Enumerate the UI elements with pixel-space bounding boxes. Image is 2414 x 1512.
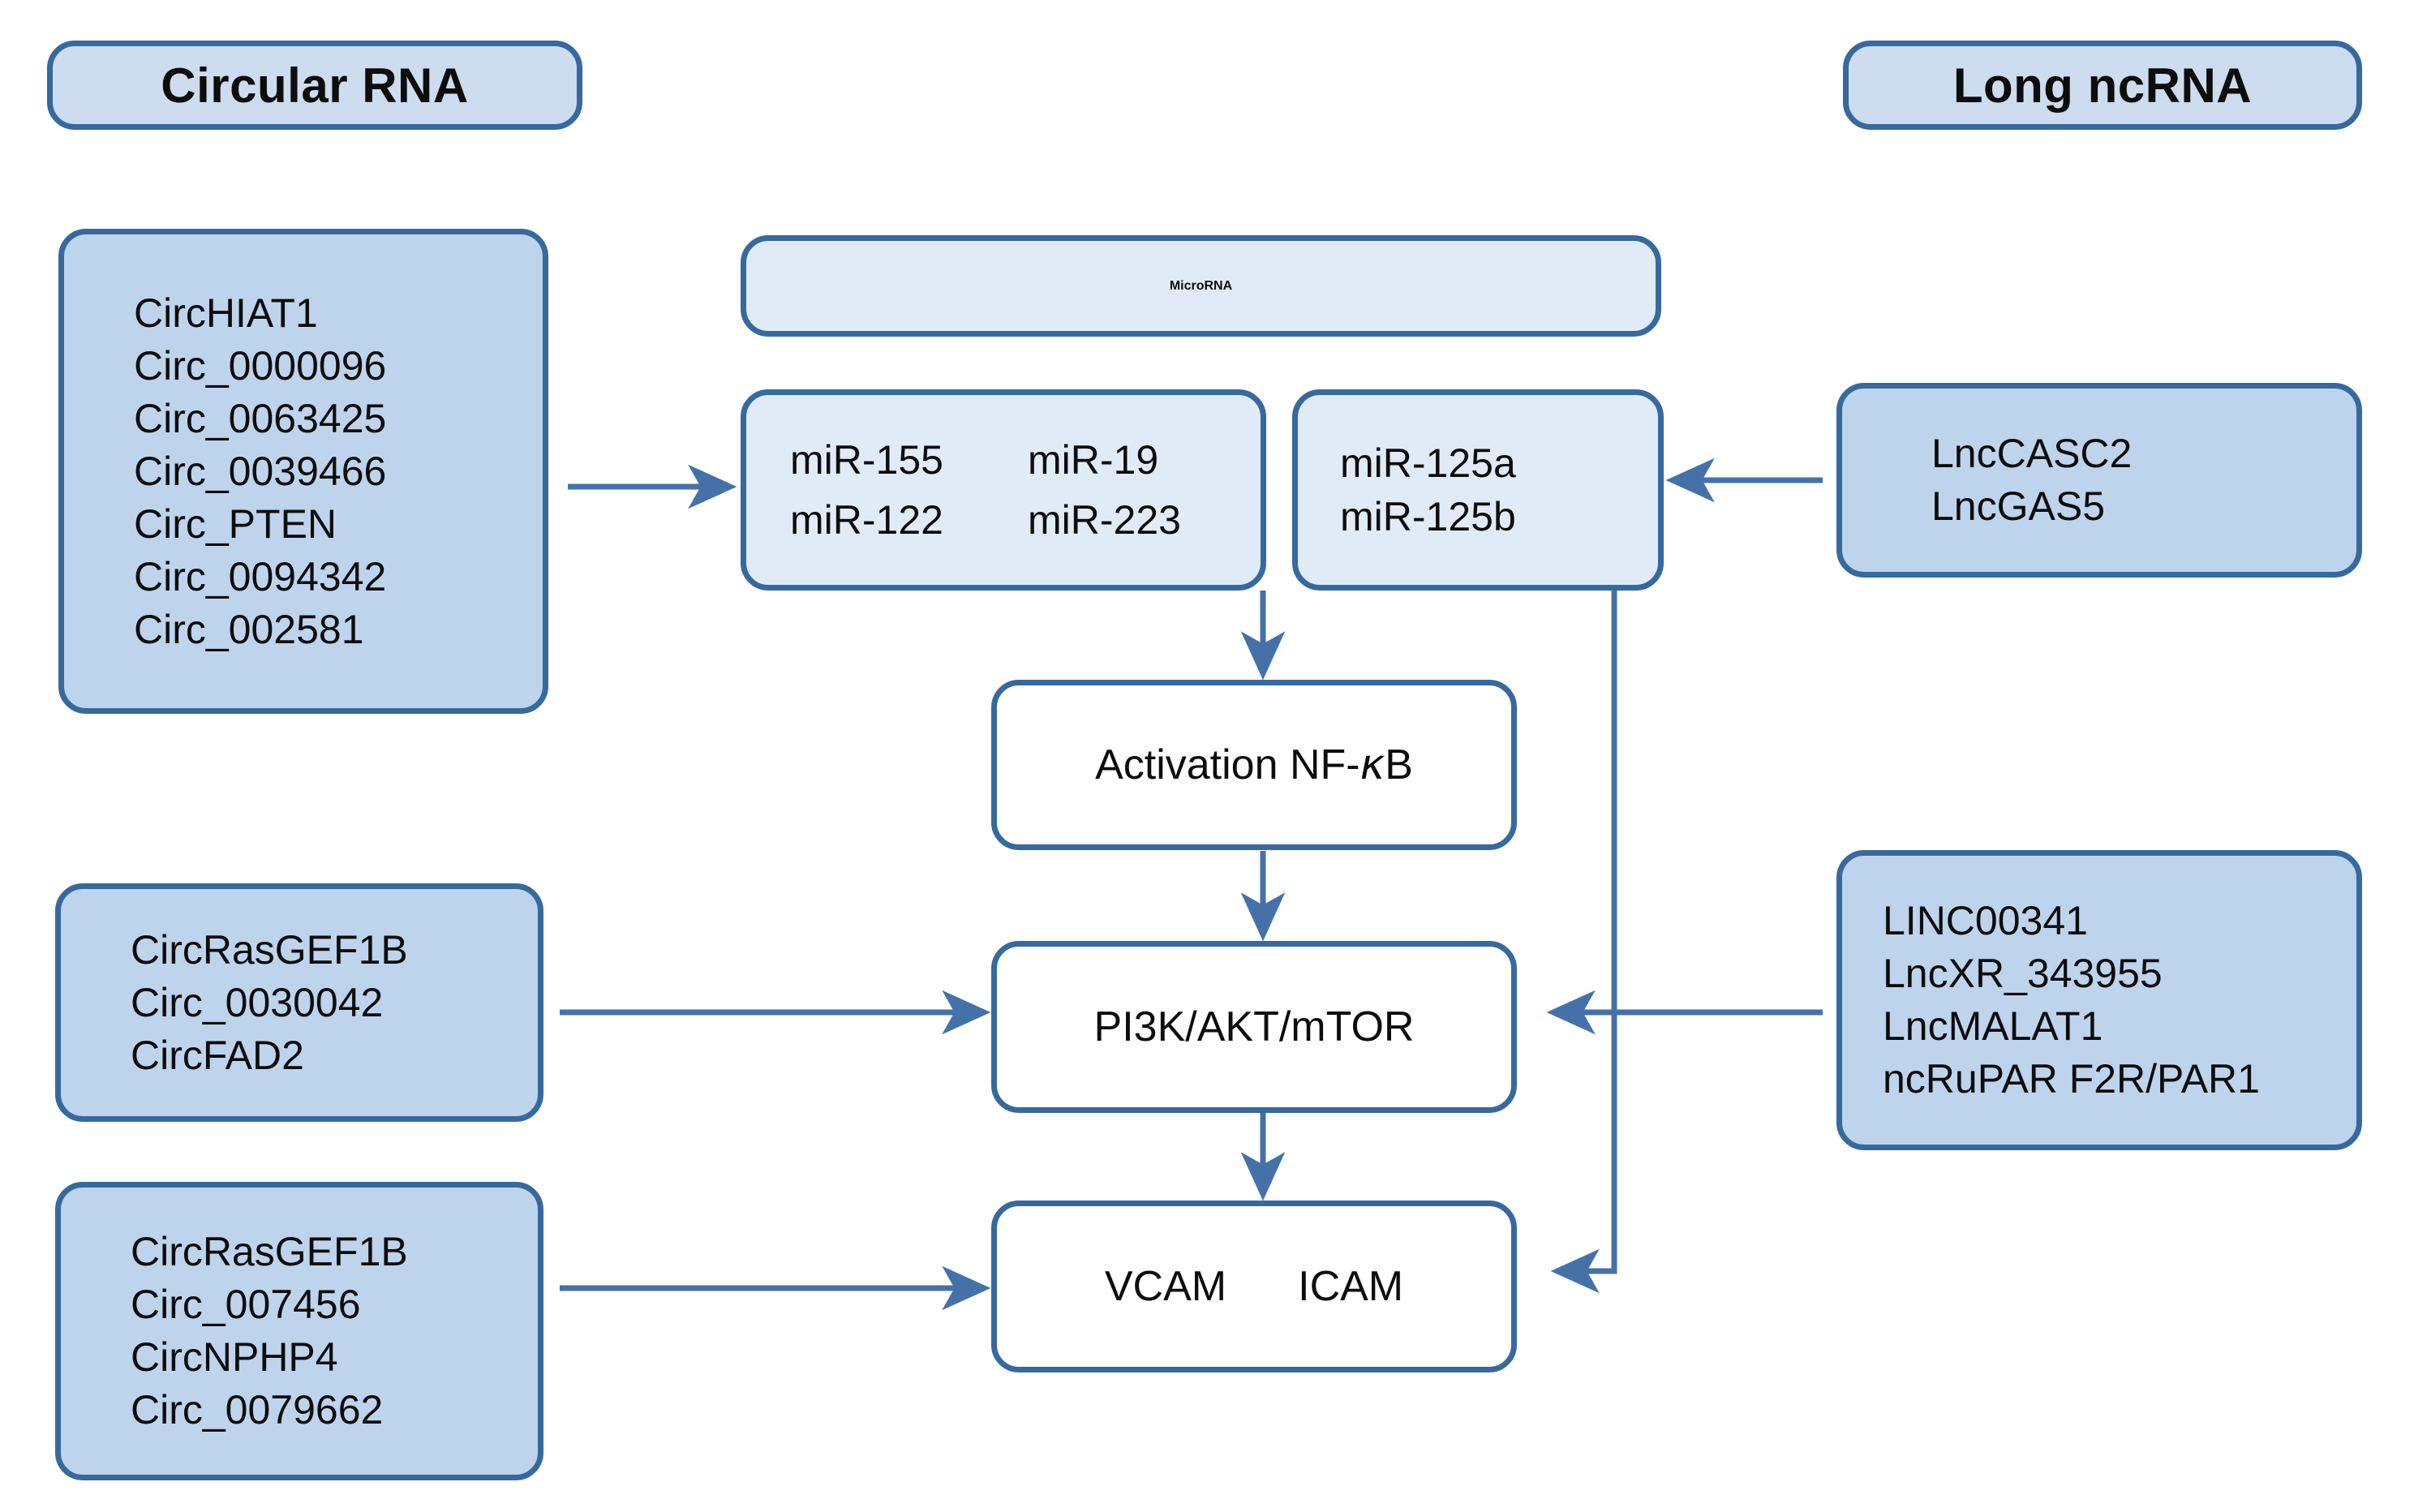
vcam-label: VCAM (1104, 1263, 1227, 1310)
mirna-item: miR-223 (1028, 497, 1181, 543)
icam-label: ICAM (1298, 1263, 1404, 1310)
mirna-group-b-list: miR-125a miR-125b (1298, 436, 1658, 543)
list-item: CircNPHP4 (131, 1334, 338, 1380)
list-item: LncMALAT1 (1883, 1003, 2103, 1049)
list-item: Circ_0063425 (134, 395, 387, 441)
list-item: CircHIAT1 (134, 290, 318, 336)
long-ncrna-header-label: Long ncRNA (1952, 58, 2253, 113)
lnc-mirna-group-list: LncCASC2 LncGAS5 (1842, 427, 2414, 533)
mirna-group-a-box[interactable]: miR-155 miR-19 miR-122 miR-223 (741, 389, 1266, 591)
list-item: LINC00341 (1883, 898, 2088, 943)
list-item: LncGAS5 (1931, 483, 2106, 529)
circ-pi3k-group-list: CircRasGEF1B Circ_0030042 CircFAD2 (61, 924, 608, 1082)
mirna-item: miR-19 (1028, 437, 1159, 483)
lnc-pi3k-group-list: LINC00341 LncXR_343955 LncMALAT1 ncRuPAR… (1842, 895, 2397, 1106)
nfkb-activation-label: Activation NF-κB (1095, 741, 1413, 789)
list-item: CircFAD2 (131, 1032, 304, 1078)
adhesion-molecules-pair: VCAM ICAM (1105, 1262, 1403, 1311)
circular-rna-header: Circular RNA (47, 41, 582, 130)
lnc-pi3k-group-box[interactable]: LINC00341 LncXR_343955 LncMALAT1 ncRuPAR… (1836, 850, 2362, 1150)
microrna-header-box: MicroRNA (741, 235, 1661, 337)
circ-mirna-group-box[interactable]: CircHIAT1 Circ_0000096 Circ_0063425 Circ… (58, 229, 548, 714)
list-item: LncXR_343955 (1883, 951, 2163, 996)
pi3k-akt-mtor-box[interactable]: PI3K/AKT/mTOR (991, 941, 1517, 1113)
list-item: CircRasGEF1B (131, 1229, 408, 1274)
arrow-mirna125-to-adhesion (1550, 591, 1617, 1294)
list-item: Circ_0030042 (131, 979, 384, 1025)
list-item: Circ_0079662 (131, 1387, 384, 1433)
circ-pi3k-group-box[interactable]: CircRasGEF1B Circ_0030042 CircFAD2 (55, 883, 543, 1122)
circ-vcam-group-box[interactable]: CircRasGEF1B Circ_007456 CircNPHP4 Circ_… (55, 1182, 543, 1480)
circ-vcam-group-list: CircRasGEF1B Circ_007456 CircNPHP4 Circ_… (61, 1226, 608, 1437)
list-item: ncRuPAR F2R/PAR1 (1883, 1056, 2260, 1102)
list-item: Circ_0039466 (134, 448, 387, 494)
microrna-header-label: MicroRNA (1169, 278, 1233, 293)
list-item: CircRasGEF1B (131, 926, 408, 973)
mirna-group-a-grid: miR-155 miR-19 miR-122 miR-223 (746, 434, 1261, 546)
long-ncrna-header: Long ncRNA (1843, 41, 2362, 130)
mirna-group-b-box[interactable]: miR-125a miR-125b (1292, 389, 1664, 591)
nfkb-suffix: B (1385, 741, 1413, 788)
circular-rna-header-label: Circular RNA (161, 58, 469, 113)
list-item: Circ_0094342 (134, 553, 387, 599)
circ-mirna-group-list: CircHIAT1 Circ_0000096 Circ_0063425 Circ… (64, 287, 612, 656)
mirna-item: miR-155 (790, 437, 943, 483)
list-item: Circ_007456 (131, 1282, 361, 1327)
pi3k-akt-mtor-label: PI3K/AKT/mTOR (1093, 1003, 1415, 1050)
list-item: Circ_002581 (134, 606, 364, 652)
nfkb-prefix: Activation NF- (1095, 741, 1360, 788)
mirna-item: miR-122 (790, 497, 943, 543)
mirna-item: miR-125b (1340, 494, 1516, 539)
list-item: Circ_0000096 (134, 342, 387, 389)
list-item: LncCASC2 (1931, 431, 2133, 476)
list-item: Circ_PTEN (134, 500, 337, 547)
nfkb-activation-box[interactable]: Activation NF-κB (991, 680, 1517, 850)
mirna-item: miR-125a (1340, 440, 1516, 486)
adhesion-molecules-box[interactable]: VCAM ICAM (991, 1201, 1517, 1372)
lnc-mirna-group-box[interactable]: LncCASC2 LncGAS5 (1836, 383, 2362, 578)
kappa-glyph: κ (1359, 741, 1385, 789)
